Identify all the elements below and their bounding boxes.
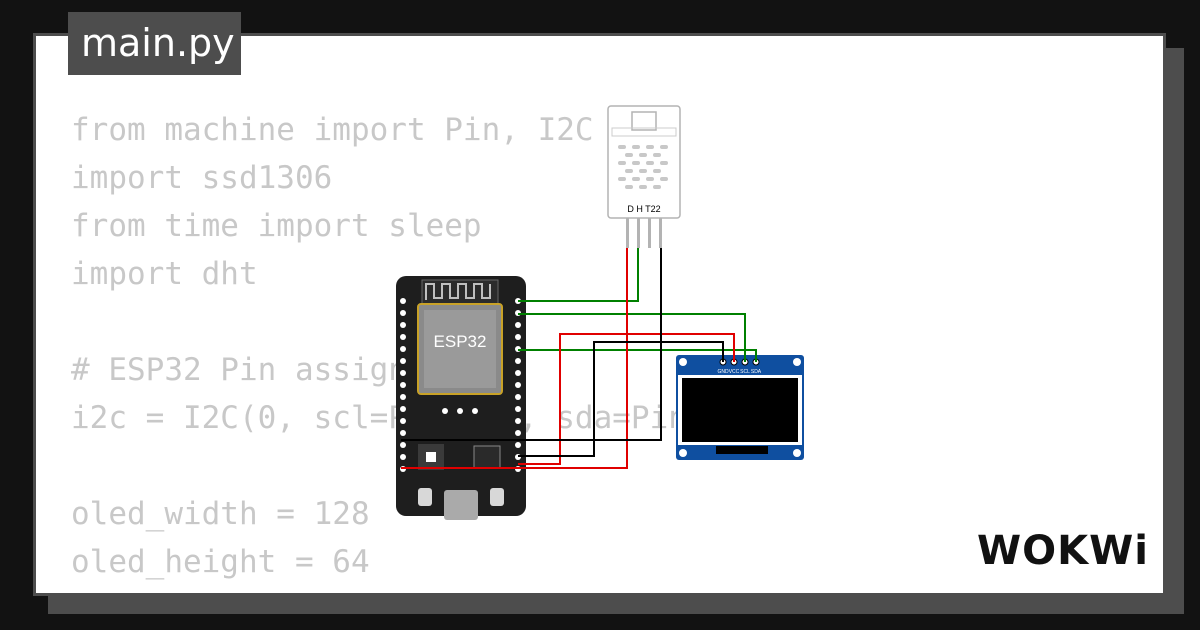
wokwi-logo: WOKWi [977,528,1149,574]
oled-display[interactable]: GND VCC SCL SDA [676,355,804,460]
wire-green [518,248,639,302]
wire-green [518,349,757,362]
oled-pins [719,358,760,366]
esp32-label: ESP32 [434,332,487,351]
oled-pin-label: GND [717,369,729,375]
wire-black [518,341,724,457]
code-line: oled_height = 64 [71,544,370,580]
wokwi-logo-text: WOKWi [977,528,1149,574]
wire-green [518,313,746,362]
dht22-label: D H T22 [627,204,660,214]
dht22-vent-grid [618,145,668,189]
wire-red [401,248,628,469]
code-line: import dht [71,256,258,292]
oled-pin-label: SDA [751,369,762,375]
dht22-sensor[interactable]: D H T22 [607,105,681,248]
file-tab[interactable]: main.py [68,12,241,75]
code-line: import ssd1306 [71,160,333,196]
code-line: oled = ssd1306.SSD1306_I2C(oled_width, o… [71,586,1116,593]
code-line: oled_width = 128 [71,496,370,532]
code-line: from time import sleep [71,208,482,244]
wire-black [401,248,662,441]
oled-screen [682,378,798,442]
oled-pin-label: VCC [729,369,740,375]
esp32-board[interactable]: ESP32 [396,276,526,520]
esp32-left-pins [400,298,406,472]
wires [401,248,757,469]
oled-pin-label: SCL [740,369,750,375]
code-line: from machine import Pin, I2C [71,112,594,148]
esp32-right-pins [515,298,521,472]
wire-red [518,333,735,465]
